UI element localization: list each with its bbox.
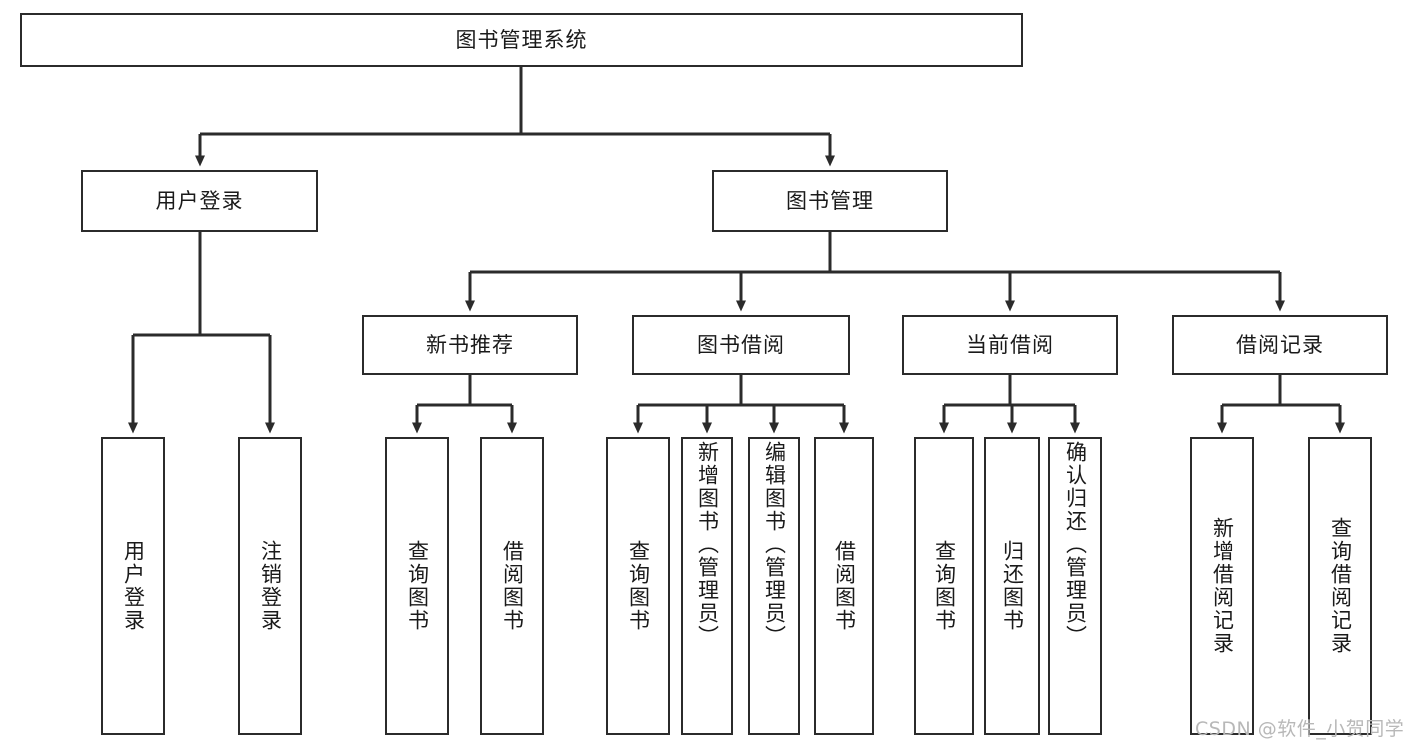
node-leaf-logout[interactable]: 注销登录 <box>238 437 302 735</box>
node-leaf-query-book-3[interactable]: 查询图书 <box>914 437 974 735</box>
node-leaf-confirm-return-label: 确认归还（管理员） <box>1063 441 1088 648</box>
node-current-borrow[interactable]: 当前借阅 <box>902 315 1118 375</box>
csdn-watermark: CSDN @软件_小贺同学 <box>1195 718 1405 740</box>
node-leaf-query-book-1[interactable]: 查询图书 <box>385 437 449 735</box>
node-leaf-return-book[interactable]: 归还图书 <box>984 437 1040 735</box>
node-leaf-confirm-return[interactable]: 确认归还（管理员） <box>1048 437 1102 735</box>
node-leaf-return-book-label: 归还图书 <box>1000 540 1025 632</box>
node-borrow-record[interactable]: 借阅记录 <box>1172 315 1388 375</box>
node-leaf-borrow-book-2[interactable]: 借阅图书 <box>814 437 874 735</box>
node-leaf-query-record-label: 查询借阅记录 <box>1328 517 1353 655</box>
node-leaf-add-record-label: 新增借阅记录 <box>1210 517 1235 655</box>
node-leaf-query-book-1-label: 查询图书 <box>405 540 430 632</box>
node-book-manage-label: 图书管理 <box>786 188 874 213</box>
node-borrow-record-label: 借阅记录 <box>1236 332 1324 357</box>
node-leaf-user-login-label: 用户登录 <box>121 540 146 632</box>
node-user-login[interactable]: 用户登录 <box>81 170 318 232</box>
node-leaf-user-login[interactable]: 用户登录 <box>101 437 165 735</box>
node-leaf-borrow-book-1-label: 借阅图书 <box>500 540 525 632</box>
node-current-borrow-label: 当前借阅 <box>966 332 1054 357</box>
node-leaf-edit-book-label: 编辑图书（管理员） <box>762 441 787 648</box>
node-leaf-query-book-3-label: 查询图书 <box>932 540 957 632</box>
node-leaf-query-record[interactable]: 查询借阅记录 <box>1308 437 1372 735</box>
node-leaf-query-book-2[interactable]: 查询图书 <box>606 437 670 735</box>
node-book-borrow[interactable]: 图书借阅 <box>632 315 850 375</box>
node-new-book-rec[interactable]: 新书推荐 <box>362 315 578 375</box>
node-root[interactable]: 图书管理系统 <box>20 13 1023 67</box>
node-leaf-add-record[interactable]: 新增借阅记录 <box>1190 437 1254 735</box>
node-leaf-query-book-2-label: 查询图书 <box>626 540 651 632</box>
node-user-login-label: 用户登录 <box>155 188 244 213</box>
node-leaf-borrow-book-1[interactable]: 借阅图书 <box>480 437 544 735</box>
node-root-label: 图书管理系统 <box>455 27 588 52</box>
node-leaf-edit-book[interactable]: 编辑图书（管理员） <box>748 437 800 735</box>
node-new-book-rec-label: 新书推荐 <box>426 332 514 357</box>
node-leaf-add-book-label: 新增图书（管理员） <box>695 441 720 648</box>
node-leaf-logout-label: 注销登录 <box>258 540 283 632</box>
node-leaf-borrow-book-2-label: 借阅图书 <box>832 540 857 632</box>
node-book-borrow-label: 图书借阅 <box>697 332 785 357</box>
node-leaf-add-book[interactable]: 新增图书（管理员） <box>681 437 733 735</box>
node-book-manage[interactable]: 图书管理 <box>712 170 948 232</box>
